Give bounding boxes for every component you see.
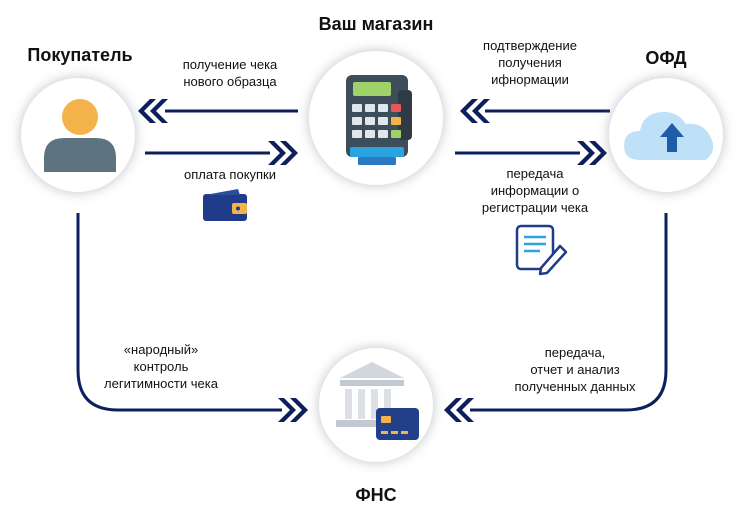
double-chevron-icon [444,398,474,422]
flow-label-control: «народный» контроль легитимности чека [104,342,218,391]
flow-label-confirm: подтверждение получения ифнормации [483,38,577,87]
card-icon [376,408,419,440]
cloud-upload-icon [624,111,714,160]
arrow-line-control [76,213,282,412]
flow-label-receipt: получение чека нового образца [182,57,278,89]
person-icon [44,99,116,172]
bank-building-icon [336,362,408,427]
buyer-title: Покупатель [27,45,133,65]
connector-lines [76,109,668,412]
flow-label-analysis: передача, отчет и анализ полученных данн… [514,345,636,394]
double-chevron-icon [268,141,298,165]
cash-register-icon [346,75,412,165]
arrow-line-analysis [470,213,668,412]
double-chevron-icon [278,398,308,422]
flow-label-payment: оплата покупки [183,167,277,182]
wallet-icon [203,189,247,221]
store-title: Ваш магазин [318,14,434,34]
document-edit-icon [515,224,568,276]
double-chevron-icon [577,141,607,165]
double-chevron-icon [138,99,168,123]
buyer-node [21,78,135,192]
fns-title: ФНС [355,485,397,505]
flow-label-transfer: передача информации о регистрации чека [481,166,589,215]
ofd-title: ОФД [645,48,687,68]
